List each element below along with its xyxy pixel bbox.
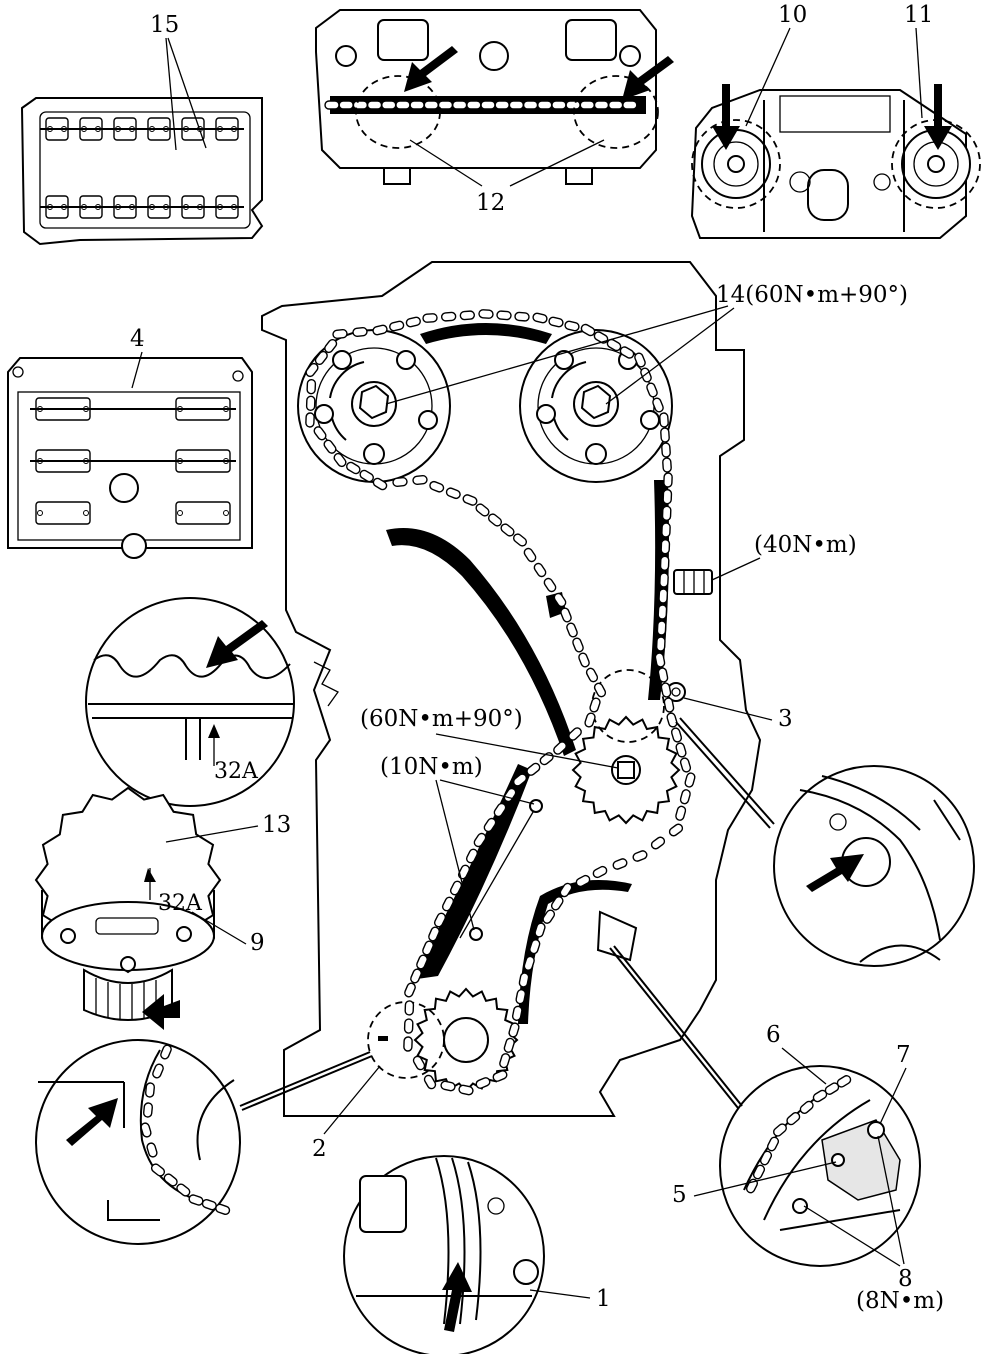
intermediate-sprocket bbox=[571, 669, 686, 825]
camshaft-sprocket-left bbox=[297, 329, 451, 483]
label-12: 12 bbox=[476, 190, 505, 216]
cylinder-head-side-view bbox=[7, 357, 253, 559]
label-intermediate-torque: (60N•m+90°) bbox=[360, 706, 523, 732]
label-tensioner-torque: (40N•m) bbox=[754, 532, 857, 558]
label-5: 5 bbox=[672, 1182, 687, 1208]
magnifier-intermediate-mark bbox=[773, 765, 975, 967]
camshaft-chain-top-view bbox=[315, 9, 659, 185]
magnifier-tensioner-detail bbox=[719, 1065, 921, 1267]
cam-marks-top-right bbox=[690, 89, 981, 239]
label-3: 3 bbox=[778, 706, 793, 732]
camshaft-adjuster-part bbox=[34, 786, 222, 1021]
engine-front-outline bbox=[261, 261, 762, 1117]
label-4: 4 bbox=[130, 326, 145, 352]
label-15: 15 bbox=[150, 12, 179, 38]
label-8: 8 bbox=[898, 1266, 913, 1292]
label-small-bolt-torque: (8N•m) bbox=[856, 1288, 944, 1314]
cylinder-head-top-view bbox=[20, 97, 264, 246]
magnifier-crank-mark bbox=[35, 1039, 241, 1245]
label-6: 6 bbox=[766, 1022, 781, 1048]
label-9: 9 bbox=[250, 930, 265, 956]
label-10: 10 bbox=[778, 2, 807, 28]
label-32a-top: 32A bbox=[214, 759, 259, 784]
label-cam-bolts: 14(60N•m+90°) bbox=[716, 282, 908, 308]
label-guide-torque: (10N•m) bbox=[380, 754, 483, 780]
label-1: 1 bbox=[596, 1286, 611, 1312]
magnifier-sprocket-mark bbox=[85, 597, 295, 807]
label-13: 13 bbox=[262, 812, 291, 838]
label-32a-bottom: 32A bbox=[158, 891, 203, 916]
chain-tensioner bbox=[673, 569, 713, 595]
label-11: 11 bbox=[904, 2, 933, 28]
magnifier-pulley-mark bbox=[343, 1155, 545, 1354]
crankshaft-sprocket bbox=[367, 987, 519, 1093]
label-2: 2 bbox=[312, 1136, 327, 1162]
camshaft-sprocket-right bbox=[519, 329, 673, 483]
label-7: 7 bbox=[896, 1042, 911, 1068]
timing-chain bbox=[305, 309, 696, 1096]
